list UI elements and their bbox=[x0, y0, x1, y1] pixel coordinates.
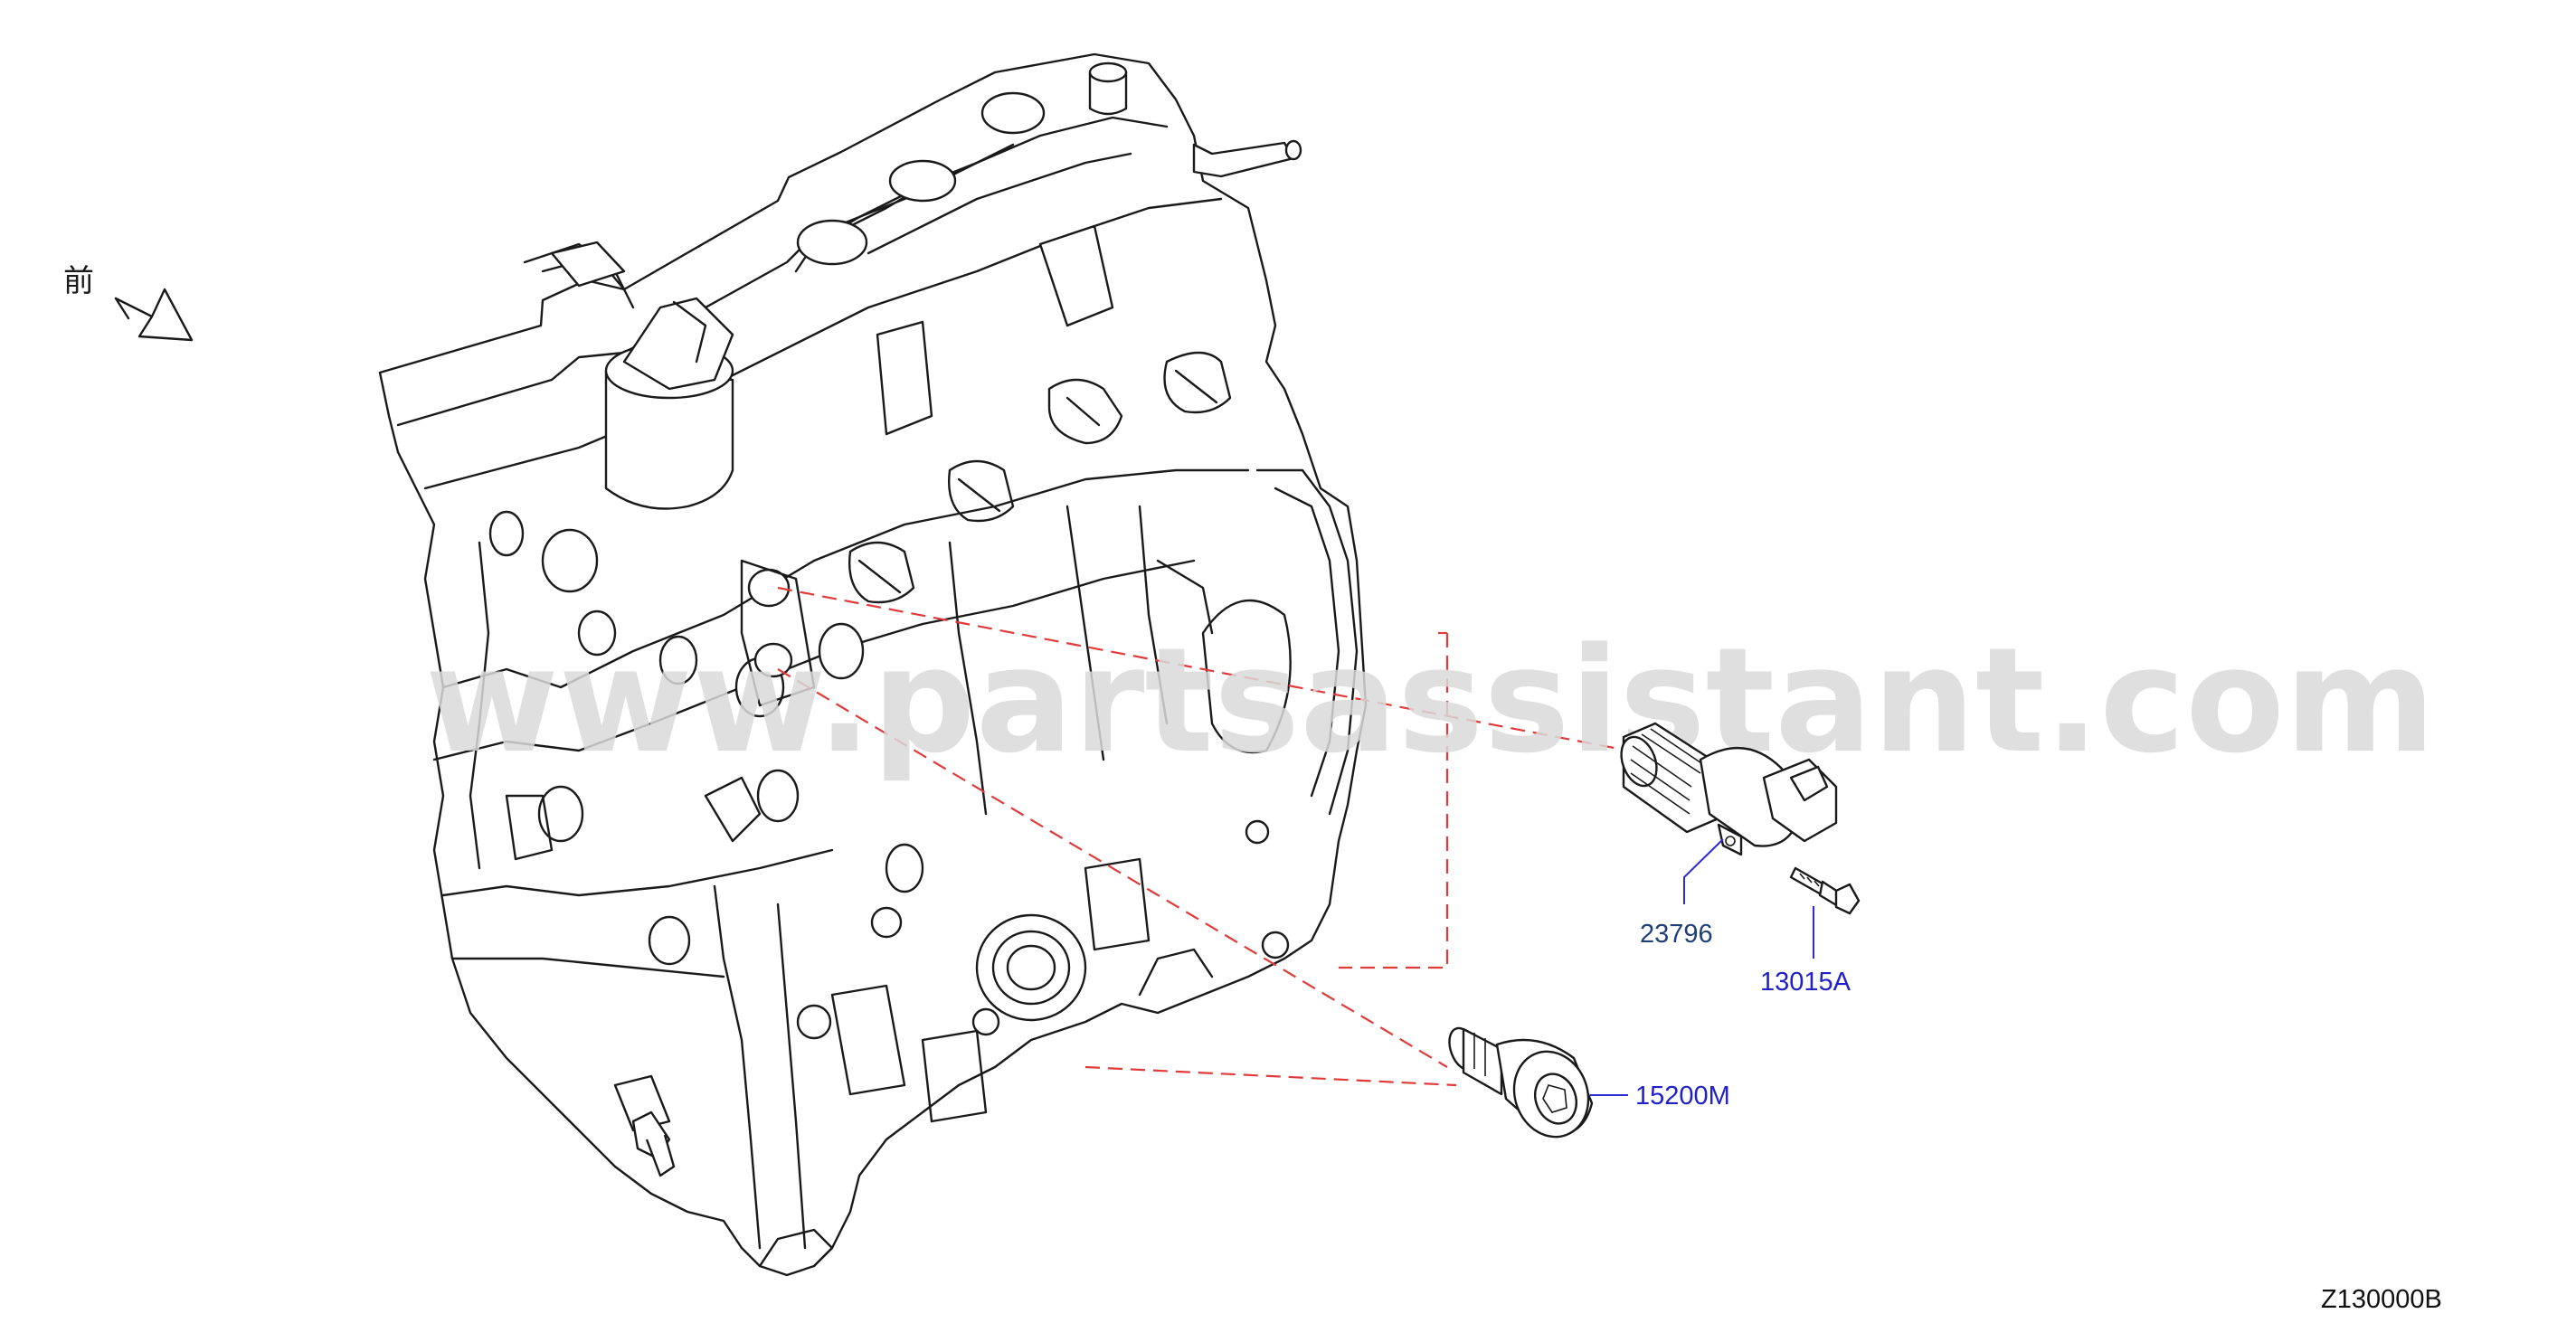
watermark: www.partsassistant.com bbox=[425, 616, 2436, 785]
front-arrow-icon bbox=[114, 288, 194, 342]
installation-dashed-lines bbox=[777, 586, 1629, 1087]
diagram-code: Z130000B bbox=[2321, 1285, 2442, 1314]
leader-lines bbox=[1590, 838, 1814, 1096]
front-marker-label: 前 bbox=[63, 263, 94, 299]
part-label-23796[interactable]: 23796 bbox=[1640, 920, 1713, 949]
part-23796-solenoid-valve bbox=[1620, 722, 1838, 856]
part-15200M-plug bbox=[1448, 1026, 1594, 1139]
part-label-13015A[interactable]: 13015A bbox=[1760, 968, 1852, 997]
part-13015A-bolt bbox=[1789, 866, 1861, 915]
oil-filter-mount bbox=[975, 913, 1087, 1022]
oil-filler-cap bbox=[604, 297, 734, 510]
engine-block-illustration bbox=[378, 52, 1368, 1277]
front-direction-marker: 前 bbox=[63, 263, 194, 342]
part-label-15200M[interactable]: 15200M bbox=[1635, 1082, 1730, 1110]
